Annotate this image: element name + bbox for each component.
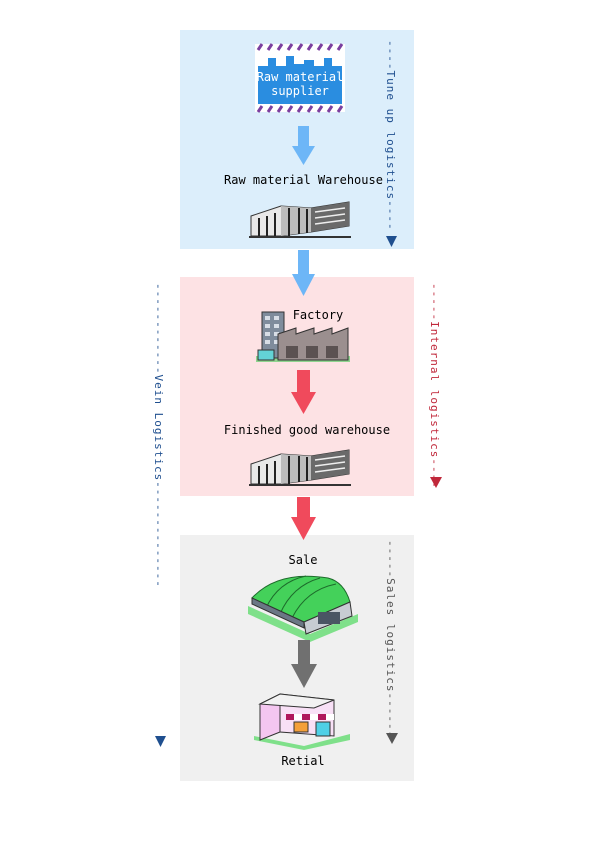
sale-mall-icon <box>248 575 358 642</box>
retial-label: Retial <box>281 754 325 768</box>
tune-up-arrowhead <box>386 236 397 247</box>
internal-arrowhead <box>430 477 442 488</box>
factory-label: Factory <box>292 308 344 322</box>
retail-shop-icon <box>254 693 350 750</box>
supplier-label: Raw material supplier <box>256 70 344 98</box>
internal-logistics-label: -----Internal logistics---- <box>428 283 441 489</box>
vein-logistics-label: ------------Vein Logistics-------------- <box>152 283 165 588</box>
vein-arrowhead <box>155 736 166 747</box>
sales-panel <box>180 535 414 781</box>
arrow-factory-to-finished <box>291 370 316 414</box>
arrow-warehouse-to-factory <box>292 250 315 296</box>
sales-arrowhead <box>386 733 398 744</box>
finished-warehouse-label: Finished good warehouse <box>223 423 391 437</box>
sales-logistics-label: -----Sales logistics------ <box>384 540 397 739</box>
arrow-sale-to-retail <box>291 640 317 688</box>
arrow-supplier-to-warehouse <box>292 126 315 165</box>
sale-label: Sale <box>288 553 318 567</box>
arrow-finished-to-sale <box>291 497 316 540</box>
supplier-icon <box>255 43 345 113</box>
raw-warehouse-label: Raw material Warehouse <box>224 173 383 187</box>
tune-up-logistics-label: ----Tune up logistics---- <box>384 40 397 231</box>
finished-warehouse-icon <box>249 449 351 486</box>
factory-icon <box>256 311 350 362</box>
raw-warehouse-icon <box>249 201 351 238</box>
